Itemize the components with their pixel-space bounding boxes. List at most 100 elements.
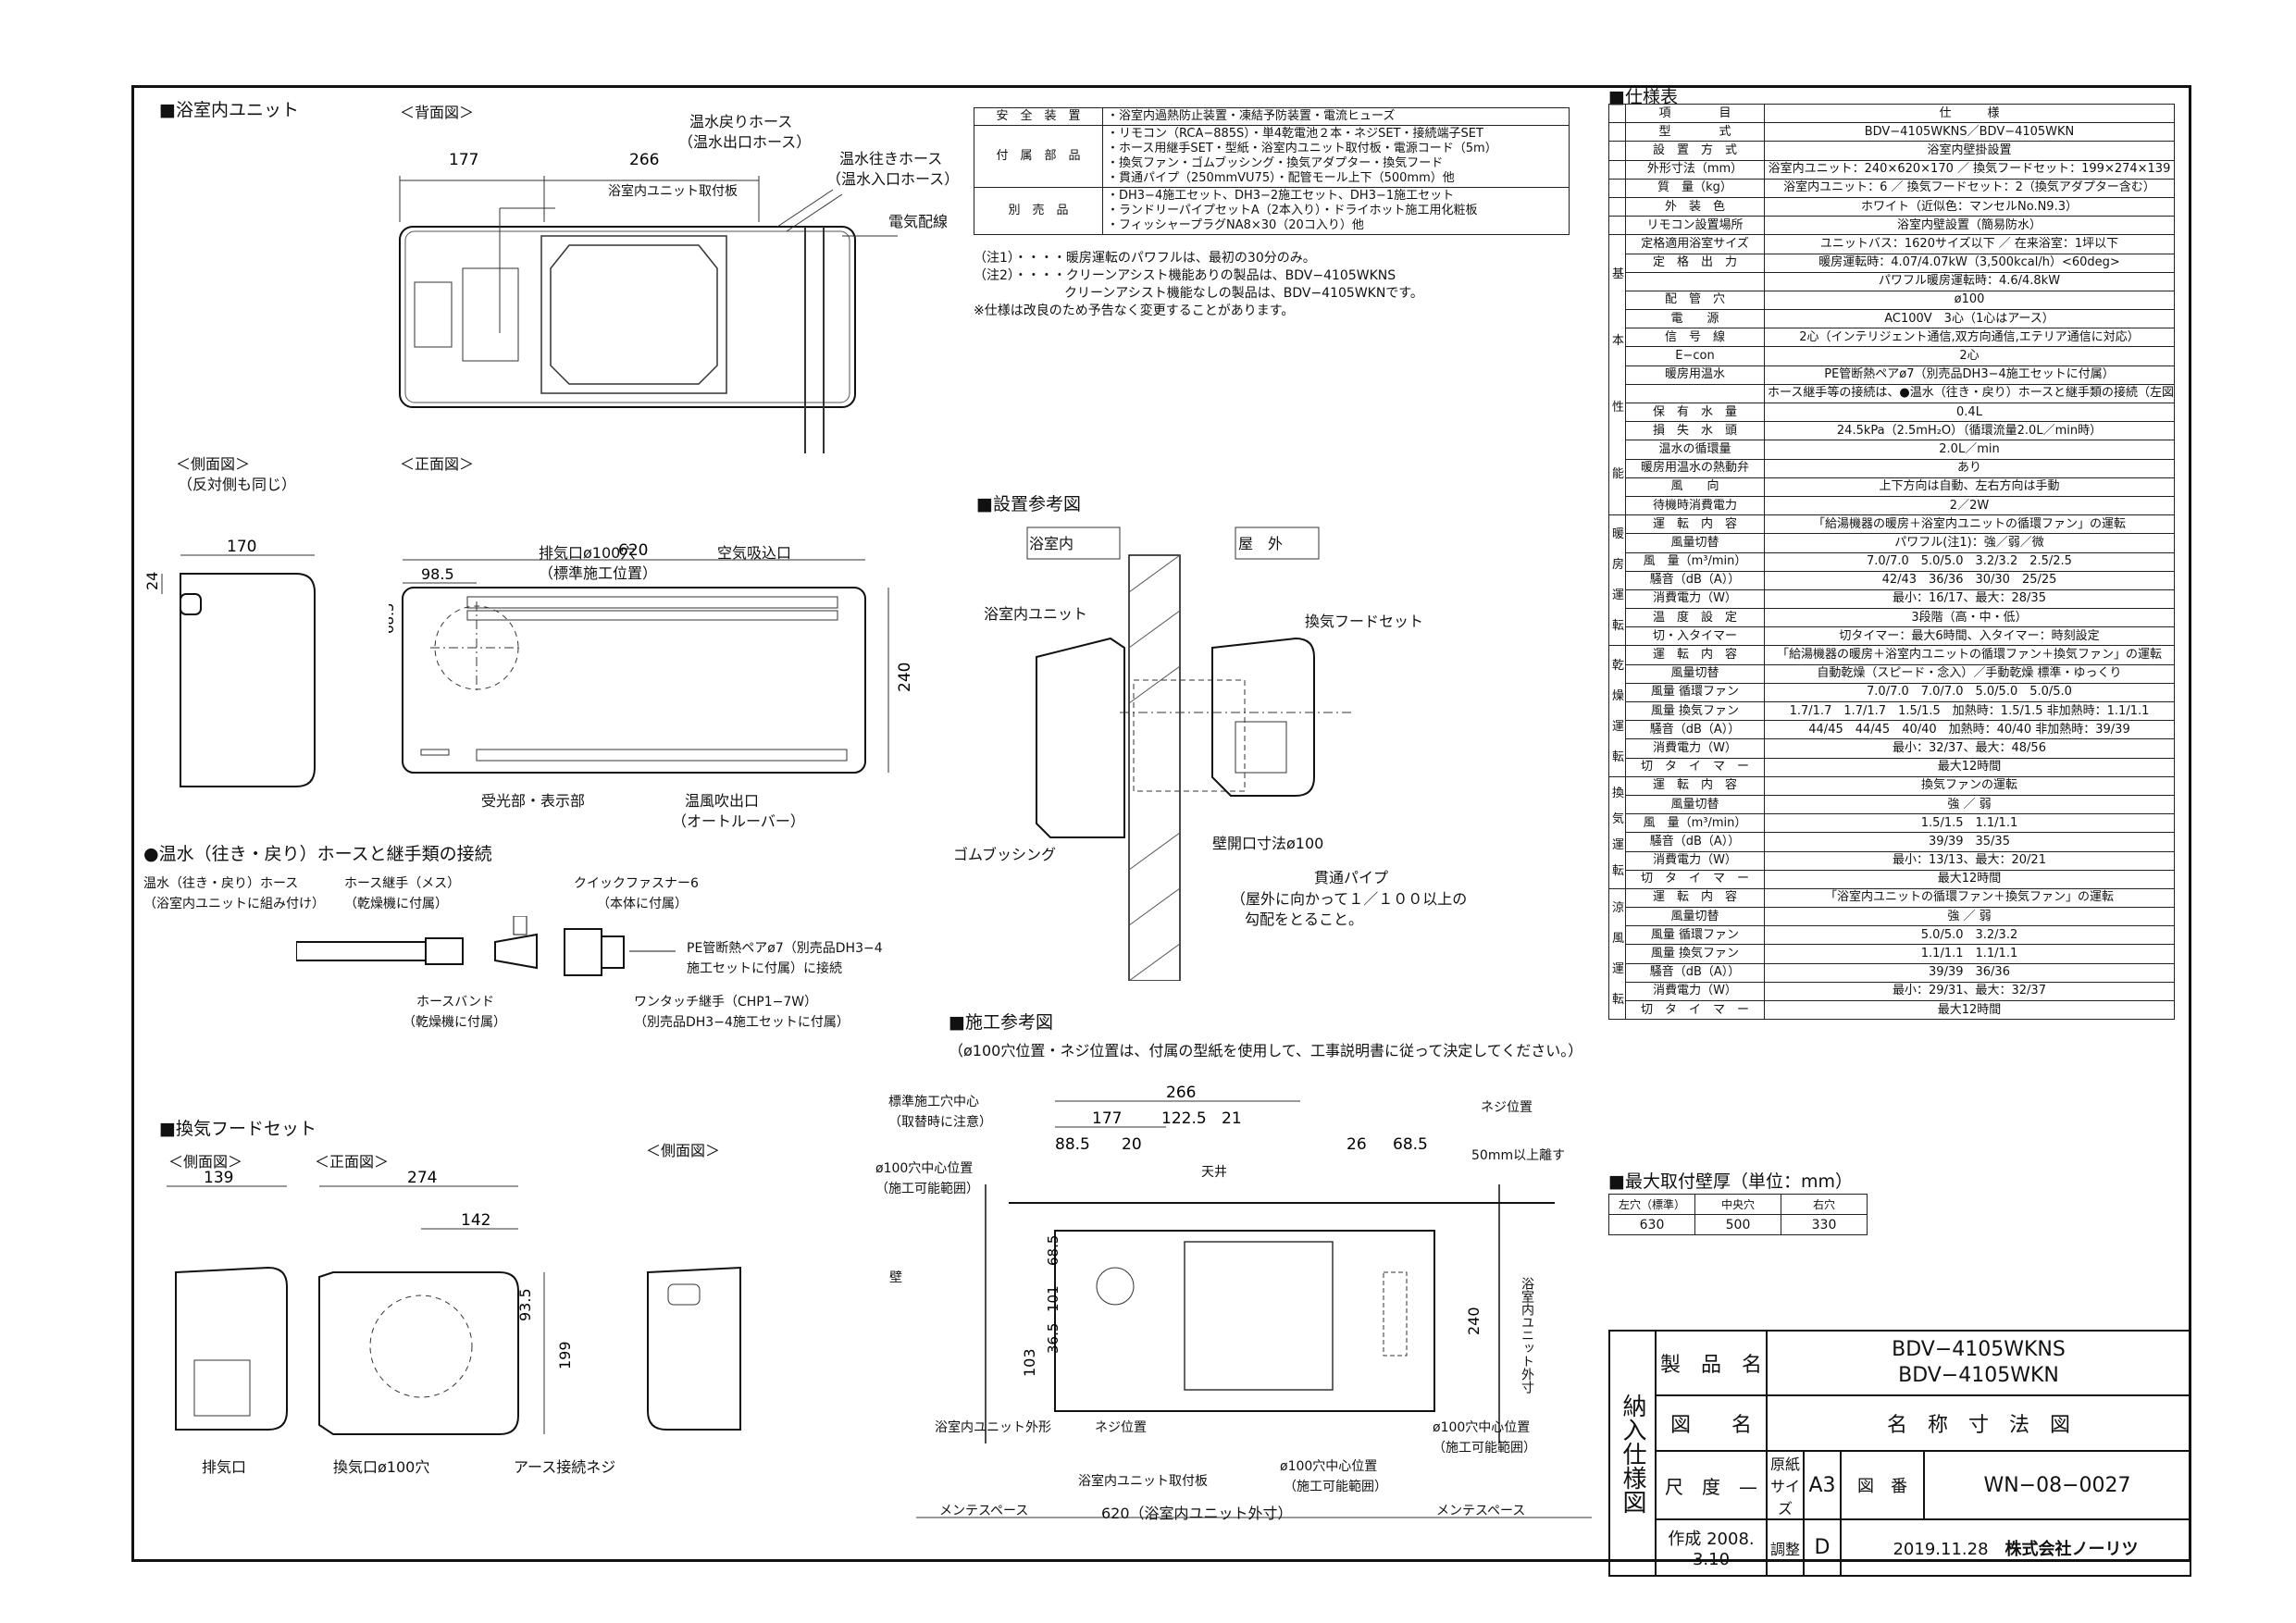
spec-value: 浴室内ユニット：240×620×170 ／ 換気フードセット：199×274×1… bbox=[1764, 159, 2175, 180]
spec-value: 「給湯機器の暖房＋浴室内ユニットの循環ファン」の運転 bbox=[1764, 514, 2175, 535]
return-hose-label: 温水戻りホース bbox=[689, 113, 793, 130]
spec-item: 消費電力（W） bbox=[1625, 850, 1765, 871]
spec-value: 最小：13/13、最大：20/21 bbox=[1764, 850, 2175, 871]
spec-row: 乾燥運転運 転 内 容「給湯機器の暖房＋浴室内ユニットの循環ファン＋換気ファン」… bbox=[1608, 645, 2175, 777]
spec-item: 風量切替 bbox=[1625, 533, 1765, 553]
spec-item: 切 タ イ マ ー bbox=[1625, 869, 1765, 889]
spec-item: 風 向 bbox=[1625, 477, 1765, 497]
std-center-label: 標準施工穴中心 bbox=[888, 1095, 979, 1109]
spec-row: 暖房用温水の熱動弁あり bbox=[1609, 458, 2175, 478]
spec-item: 型 式 bbox=[1625, 122, 1765, 142]
c-d68: 68.5 bbox=[1045, 1235, 1061, 1266]
side-dim-170: 170 bbox=[227, 538, 256, 556]
onetouch-label2: （別売品DH3−4施工セットに付属） bbox=[634, 1015, 850, 1030]
back-bracket-label: 浴室内ユニット取付板 bbox=[608, 184, 738, 199]
spec-value: BDV−4105WKNS／BDV−4105WKN bbox=[1764, 122, 2175, 142]
back-dim-177: 177 bbox=[449, 151, 478, 169]
install-unit-label: 浴室内ユニット bbox=[984, 605, 1088, 623]
spec-group bbox=[1608, 141, 1626, 161]
spec-value: 暖房運転時：4.07/4.07kW（3,500kcal/h）<60deg> bbox=[1764, 253, 2175, 273]
hood-dim-139: 139 bbox=[204, 1169, 233, 1187]
maint-left-label: メンテスペース bbox=[939, 1504, 1029, 1518]
spec-value: ホワイト（近似色：マンセルNo.N9.3） bbox=[1764, 196, 2175, 217]
wall-value: 330 bbox=[1781, 1214, 1868, 1235]
spec-row: 外 装 色ホワイト（近似色：マンセルNo.N9.3） bbox=[1608, 196, 2175, 217]
hood-dim-199: 199 bbox=[556, 1341, 574, 1369]
spec-value: 2／2W bbox=[1764, 495, 2175, 516]
spec-row: 風 量（m³/min）7.0/7.0 5.0/5.0 3.2/3.2 2.5/2… bbox=[1609, 551, 2175, 572]
c-dim-177: 177 bbox=[1092, 1109, 1122, 1128]
spec-group: 換気運転 bbox=[1608, 775, 1626, 889]
spec-value: PE管断熱ペアø7（別売品DH3−4施工セットに付属） bbox=[1764, 365, 2175, 385]
spec-value: あり bbox=[1764, 458, 2175, 478]
screw-position-label2: ネジ位置 bbox=[1095, 1420, 1147, 1435]
spec-value: ホース継手等の接続は、●温水（往き・戻り）ホースと継手類の接続（左図）を参照 bbox=[1764, 383, 2175, 404]
front-dim-98-5: 98.5 bbox=[421, 565, 454, 583]
spec-row: 騒音（dB（A））39/39 36/36 bbox=[1609, 962, 2175, 983]
install-ref-drawing bbox=[1026, 527, 1351, 981]
receiver-label: 受光部・表示部 bbox=[481, 792, 586, 810]
section-hood-set: ■換気フードセット bbox=[159, 1119, 316, 1139]
spec-value: 「浴室内ユニットの循環ファン＋換気ファン」の運転 bbox=[1764, 887, 2175, 909]
spec-item: 風量切替 bbox=[1625, 663, 1765, 684]
spec-value: 39/39 35/35 bbox=[1764, 832, 2175, 852]
spec-item: 風量 換気ファン bbox=[1625, 700, 1765, 722]
spec-value: 最大12時間 bbox=[1764, 999, 2175, 1021]
spec-item: 配 管 穴 bbox=[1625, 290, 1765, 311]
spec-row: 外形寸法（mm）浴室内ユニット：240×620×170 ／ 換気フードセット：1… bbox=[1608, 159, 2175, 180]
spec-value: 最小：16/17、最大：28/35 bbox=[1764, 588, 2175, 610]
spec-item: 騒音（dB（A）） bbox=[1625, 720, 1765, 740]
spec-item: 風 量（m³/min） bbox=[1625, 551, 1765, 572]
range-right-label2: （施工可能範囲） bbox=[1433, 1441, 1536, 1456]
hose-joint-label: ホース継手（メス） bbox=[344, 876, 461, 891]
c-dim-122: 122.5 bbox=[1161, 1109, 1207, 1128]
c-d36: 36.5 bbox=[1045, 1323, 1061, 1354]
spec-value: 換気ファンの運転 bbox=[1764, 775, 2175, 796]
hood-exhaust-label: 排気口 bbox=[202, 1458, 247, 1476]
c-d240: 240 bbox=[1465, 1307, 1483, 1335]
spec-value: 7.0/7.0 5.0/5.0 3.2/3.2 2.5/2.5 bbox=[1764, 551, 2175, 572]
hood-front-view-label: ＜正面図＞ bbox=[315, 1153, 390, 1171]
outlet-label2: （オートルーバー） bbox=[672, 812, 805, 830]
spec-value: 42/43 36/36 30/30 25/25 bbox=[1764, 570, 2175, 590]
note-line: （注1）・・・・暖房運転のパワフルは、最初の30分のみ。 bbox=[974, 251, 1316, 266]
exhaust-label: 排気口ø100穴 bbox=[539, 544, 636, 562]
note-line: ※仕様は改良のため予告なく変更することがあります。 bbox=[974, 304, 1295, 318]
product-model-2: BDV−4105WKN bbox=[1898, 1364, 2059, 1387]
return-hose-label2: （温水出口ホース） bbox=[678, 133, 812, 151]
notes-block: （注1）・・・・暖房運転のパワフルは、最初の30分のみ。（注2）・・・・クリーン… bbox=[974, 250, 1423, 320]
spec-row: 風量切替自動乾燥（スピード・念入）／手動乾燥 標準・ゆっくり bbox=[1609, 663, 2175, 684]
side-view-note: （反対側も同じ） bbox=[178, 476, 297, 493]
scale-label: 尺 度 bbox=[1665, 1475, 1720, 1498]
spec-value: 浴室内壁掛設置 bbox=[1764, 141, 2175, 161]
spec-row: 涼風運転運 転 内 容「浴室内ユニットの循環ファン＋換気ファン」の運転 bbox=[1608, 887, 2175, 1021]
spec-value: 2.0L／min bbox=[1764, 440, 2175, 460]
back-view-label: ＜背面図＞ bbox=[400, 104, 475, 121]
hose-band-label: ホースバンド bbox=[416, 995, 494, 1010]
spec-row: 換気運転運 転 内 容換気ファンの運転 bbox=[1608, 775, 2175, 889]
spec-group bbox=[1608, 159, 1626, 180]
spec-row: 騒音（dB（A））42/43 36/36 30/30 25/25 bbox=[1609, 570, 2175, 590]
drawing-frame bbox=[131, 85, 2191, 1562]
spec-value: 上下方向は自動、左右方向は手動 bbox=[1764, 477, 2175, 497]
hole-center-label2: （施工可能範囲） bbox=[875, 1182, 979, 1196]
spec-value: 44/45 44/45 40/40 加熱時：40/40 非加熱時：39/39 bbox=[1764, 720, 2175, 740]
hood-dim-274: 274 bbox=[407, 1169, 437, 1187]
drawing-number-label: 図 番 bbox=[1840, 1450, 1925, 1520]
wiring-label: 電気配線 bbox=[888, 213, 949, 230]
hood-vent-label: 換気口ø100穴 bbox=[333, 1458, 430, 1476]
wall-header: 中央穴 bbox=[1694, 1194, 1781, 1215]
spec-group: 基本性能 bbox=[1608, 234, 1626, 516]
spec-value: ユニットバス：1620サイズ以下 ／ 在来浴室：1坪以下 bbox=[1764, 234, 2175, 254]
side-view-drawing: 170 24 bbox=[143, 538, 316, 787]
fastener-label: クイックファスナー6 bbox=[574, 876, 699, 891]
spec-value: 強 ／ 弱 bbox=[1764, 794, 2175, 815]
section-hose-connection: ●温水（往き・戻り）ホースと継手類の接続 bbox=[143, 844, 492, 864]
